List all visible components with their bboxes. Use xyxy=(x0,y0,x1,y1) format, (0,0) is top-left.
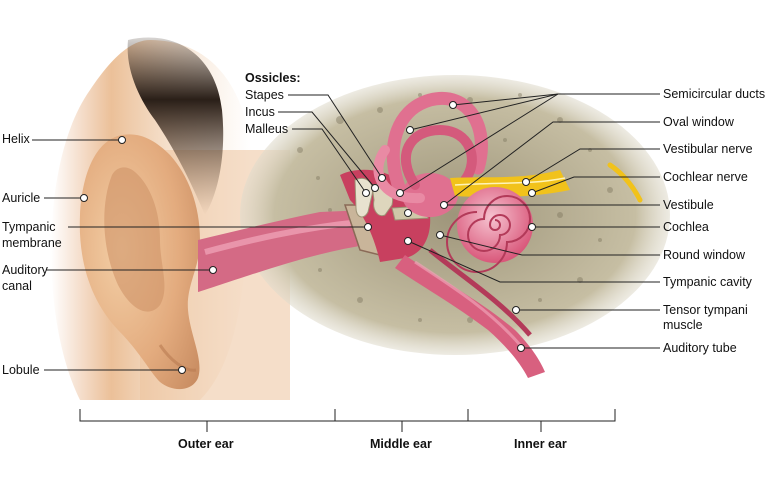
label-vestibular-nerve: Vestibular nerve xyxy=(663,142,753,156)
semicircular-duct-1 xyxy=(386,92,488,197)
label-tensor-tympani-line2: muscle xyxy=(663,318,703,332)
label-cochlear-nerve: Cochlear nerve xyxy=(663,170,748,184)
auditory-canal-highlight xyxy=(204,219,361,255)
label-stapes: Stapes xyxy=(245,88,284,102)
label-auditory-canal-line1: Auditory xyxy=(2,263,48,277)
label-semicircular-ducts: Semicircular ducts xyxy=(663,87,766,101)
bone-texture xyxy=(297,93,613,323)
region-middle-ear: Middle ear xyxy=(370,437,432,451)
leader-dots xyxy=(80,101,536,374)
label-tympanic-membrane-line1: Tympanic xyxy=(2,220,56,234)
label-helix: Helix xyxy=(2,132,30,146)
label-cochlea: Cochlea xyxy=(663,220,709,234)
label-auricle: Auricle xyxy=(2,191,41,205)
nerve-strands xyxy=(454,177,566,186)
region-inner-ear: Inner ear xyxy=(514,437,567,451)
label-tympanic-cavity: Tympanic cavity xyxy=(663,275,752,289)
tensor-tympani xyxy=(428,248,532,337)
semicircular-duct-2 xyxy=(400,124,477,190)
label-round-window: Round window xyxy=(663,248,745,262)
label-vestibule: Vestibule xyxy=(663,198,714,212)
lobule-shading xyxy=(158,344,197,372)
label-tympanic-membrane-line2: membrane xyxy=(2,236,62,250)
semicircular-duct-3 xyxy=(373,145,425,204)
region-outer-ear: Outer ear xyxy=(178,437,234,451)
cochlea-spiral xyxy=(446,195,531,273)
label-ossicles-heading: Ossicles: xyxy=(245,71,301,85)
label-auditory-tube: Auditory tube xyxy=(663,341,737,355)
auditory-tube xyxy=(395,255,545,378)
auricle-inner-fold xyxy=(104,167,165,312)
label-incus: Incus xyxy=(245,105,275,119)
label-malleus: Malleus xyxy=(245,122,289,136)
auditory-canal xyxy=(198,210,372,292)
auditory-tube-highlight xyxy=(414,260,522,346)
temporal-bone xyxy=(240,75,670,355)
ossicle-malleus xyxy=(354,177,374,218)
region-bracket xyxy=(79,409,616,432)
label-lobule: Lobule xyxy=(2,363,40,377)
hair xyxy=(127,37,224,216)
nerve-branch xyxy=(607,162,643,203)
label-tensor-tympani-line1: Tensor tympani xyxy=(663,303,748,317)
label-auditory-canal-line2: canal xyxy=(2,279,32,293)
leader-lines xyxy=(32,93,660,371)
label-oval-window: Oval window xyxy=(663,115,734,129)
